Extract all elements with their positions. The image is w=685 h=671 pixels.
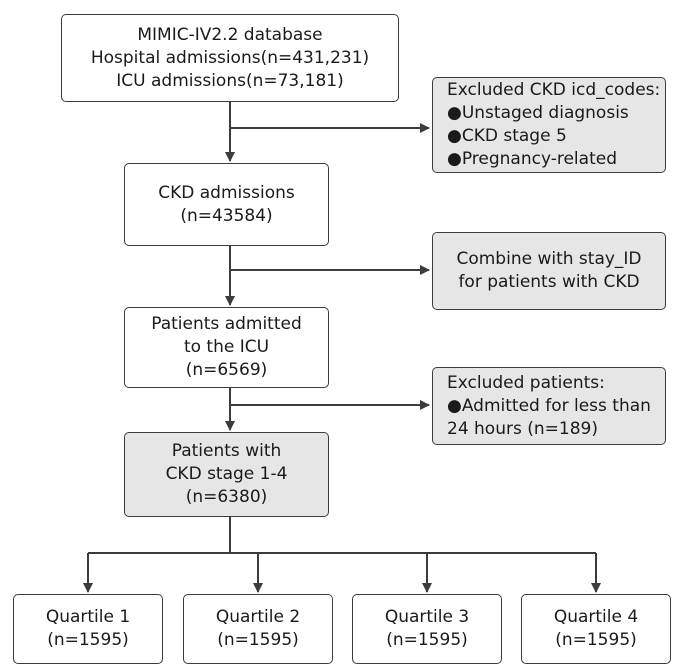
quartile-2-count: (n=1595)	[217, 630, 299, 650]
quartile-1-label: Quartile 1	[45, 607, 131, 627]
ckd-stage-line-2: CKD stage 1-4	[165, 464, 288, 484]
excluded-codes-line-1: Excluded CKD icd_codes:	[447, 80, 661, 100]
source-box: MIMIC-IV2.2 database Hospital admissions…	[61, 14, 399, 102]
excluded-patients-box: Excluded patients: ●Admitted for less th…	[432, 367, 666, 445]
ckd-admissions-line-1: CKD admissions	[158, 182, 295, 203]
quartile-3-box: Quartile 3 (n=1595)	[352, 594, 502, 664]
excluded-codes-line-3: ●CKD stage 5	[447, 126, 567, 146]
icu-admitted-box: Patients admitted to the ICU (n=6569)	[124, 307, 329, 388]
ckd-stage-box: Patients with CKD stage 1-4 (n=6380)	[124, 432, 329, 517]
ckd-stage-line-1: Patients with	[171, 441, 282, 461]
excluded-codes-line-2: ●Unstaged diagnosis	[447, 103, 629, 123]
quartile-3-count: (n=1595)	[386, 630, 468, 650]
ckd-admissions-line-2: (n=43584)	[180, 205, 273, 226]
quartile-2-box: Quartile 2 (n=1595)	[183, 594, 333, 664]
combine-line-2: for patients with CKD	[458, 272, 640, 292]
quartile-3-label: Quartile 3	[384, 607, 470, 627]
source-line-2: Hospital admissions(n=431,231)	[90, 47, 370, 68]
icu-admitted-line-3: (n=6569)	[185, 360, 268, 380]
source-line-3: ICU admissions(n=73,181)	[116, 70, 344, 91]
quartile-2-label: Quartile 2	[215, 607, 301, 627]
quartile-4-count: (n=1595)	[555, 630, 637, 650]
quartile-1-count: (n=1595)	[47, 630, 129, 650]
combine-line-1: Combine with stay_ID	[456, 249, 642, 269]
quartile-4-box: Quartile 4 (n=1595)	[521, 594, 671, 664]
icu-admitted-line-1: Patients admitted	[151, 314, 302, 334]
excluded-patients-line-1: Excluded patients:	[447, 372, 605, 393]
excluded-codes-box: Excluded CKD icd_codes: ●Unstaged diagno…	[432, 77, 666, 173]
combine-box: Combine with stay_ID for patients with C…	[432, 232, 666, 310]
icu-admitted-line-2: to the ICU	[183, 337, 270, 357]
excluded-codes-line-4: ●Pregnancy-related	[447, 149, 617, 169]
quartile-4-label: Quartile 4	[553, 607, 639, 627]
ckd-admissions-box: CKD admissions (n=43584)	[124, 163, 329, 246]
excluded-patients-line-3: 24 hours (n=189)	[447, 418, 598, 439]
source-line-1: MIMIC-IV2.2 database	[137, 24, 323, 45]
quartile-1-box: Quartile 1 (n=1595)	[13, 594, 163, 664]
ckd-stage-line-3: (n=6380)	[185, 487, 268, 507]
excluded-patients-line-2: ●Admitted for less than	[447, 395, 651, 416]
